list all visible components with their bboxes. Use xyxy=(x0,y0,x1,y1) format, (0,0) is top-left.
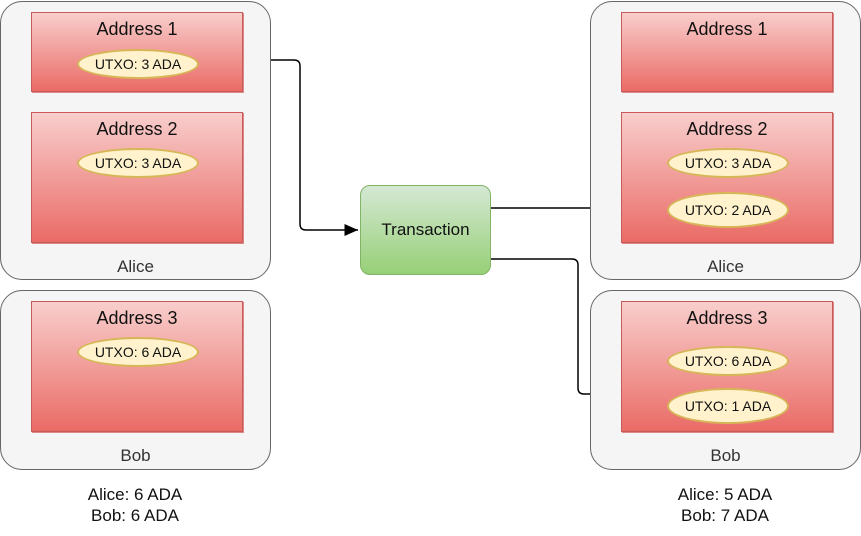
after-address-3: Address 3 UTXO: 6 ADA UTXO: 1 ADA xyxy=(621,301,833,432)
utxo-ellipse: UTXO: 6 ADA xyxy=(667,346,789,376)
wallet-owner-label: Alice xyxy=(707,257,744,276)
after-address-2: Address 2 UTXO: 3 ADA UTXO: 2 ADA xyxy=(621,112,833,243)
summary-line: Alice: 6 ADA xyxy=(87,485,183,504)
utxo-ellipse: UTXO: 1 ADA xyxy=(667,388,789,424)
after-alice-wallet: Address 1 Address 2 UTXO: 3 ADA UTXO: 2 … xyxy=(590,1,861,280)
address-title: Address 1 xyxy=(96,19,178,39)
address-title: Address 2 xyxy=(96,119,178,139)
address-title: Address 3 xyxy=(96,308,178,328)
after-address-1: Address 1 xyxy=(621,12,833,92)
before-balance-summary: Alice: 6 ADA Bob: 6 ADA xyxy=(35,484,235,526)
address-title: Address 3 xyxy=(686,308,768,328)
arrow-transaction-to-bob-payment xyxy=(491,258,663,400)
after-bob-wallet: Address 3 UTXO: 6 ADA UTXO: 1 ADA Bob xyxy=(590,290,861,470)
address-title: Address 2 xyxy=(686,119,768,139)
before-address-1: Address 1 UTXO: 3 ADA xyxy=(31,12,243,92)
address-title: Address 1 xyxy=(686,19,768,39)
utxo-ellipse: UTXO: 6 ADA xyxy=(77,337,199,367)
summary-line: Bob: 7 ADA xyxy=(681,506,769,525)
utxo-ellipse: UTXO: 3 ADA xyxy=(77,148,199,178)
transaction-node: Transaction xyxy=(360,185,491,275)
after-balance-summary: Alice: 5 ADA Bob: 7 ADA xyxy=(625,484,825,526)
summary-line: Bob: 6 ADA xyxy=(91,506,179,525)
before-alice-wallet: Address 1 UTXO: 3 ADA Address 2 UTXO: 3 … xyxy=(0,1,271,280)
wallet-owner-label: Alice xyxy=(117,257,154,276)
wallet-owner-label: Bob xyxy=(710,446,741,465)
arrow-utxo-to-transaction xyxy=(196,59,358,236)
utxo-ellipse: UTXO: 3 ADA xyxy=(667,148,789,178)
utxo-ellipse: UTXO: 3 ADA xyxy=(77,49,199,79)
wallet-owner-label: Bob xyxy=(120,446,151,465)
utxo-ellipse: UTXO: 2 ADA xyxy=(667,192,789,228)
before-address-3: Address 3 UTXO: 6 ADA xyxy=(31,301,243,432)
before-address-2: Address 2 UTXO: 3 ADA xyxy=(31,112,243,243)
summary-line: Alice: 5 ADA xyxy=(677,485,773,504)
before-bob-wallet: Address 3 UTXO: 6 ADA Bob xyxy=(0,290,271,470)
